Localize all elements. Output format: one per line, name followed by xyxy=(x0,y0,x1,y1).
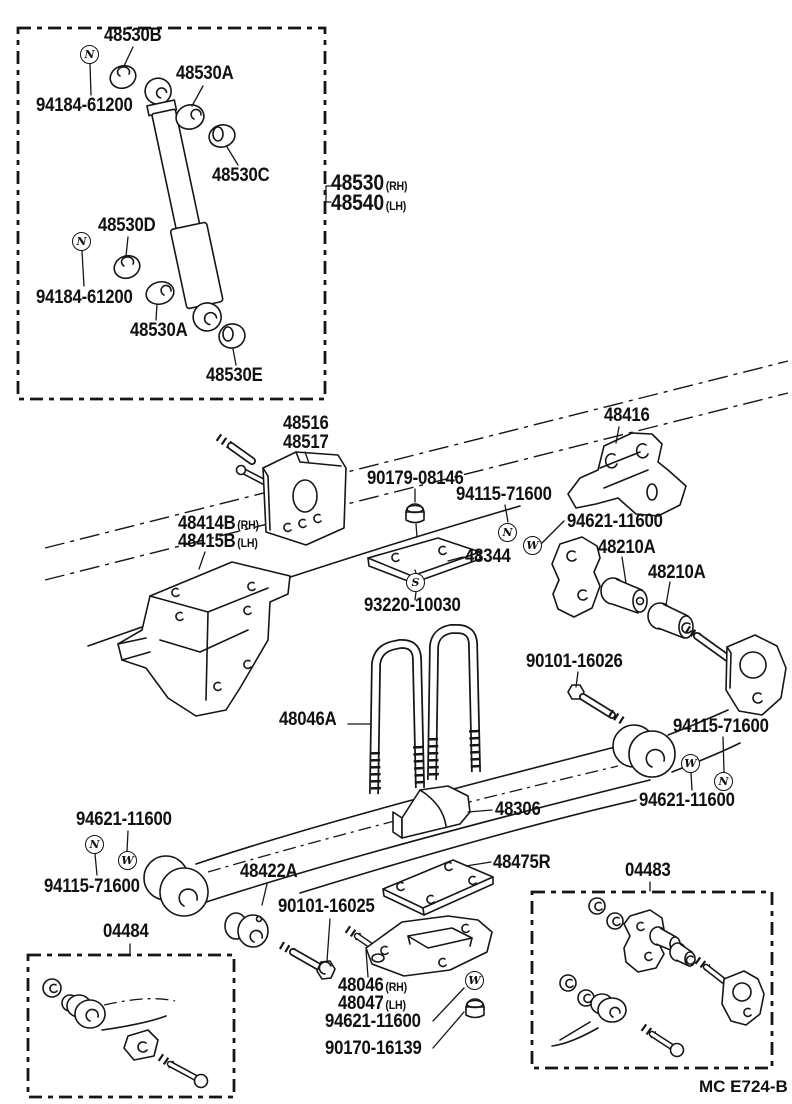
label-94115-71600-right: 94115-71600 xyxy=(673,716,769,737)
label-48475R: 48475R xyxy=(493,852,551,873)
bolt-16026-drawing xyxy=(567,684,626,725)
label-90101-16025: 90101-16025 xyxy=(278,896,375,917)
label-90170-16139: 90170-16139 xyxy=(325,1038,422,1059)
label-48415B-number: 48415B xyxy=(178,531,236,552)
label-94115-71600-left: 94115-71600 xyxy=(44,876,140,897)
label-90179-08146: 90179-08146 xyxy=(367,468,464,489)
shock-absorber-drawing xyxy=(109,64,246,349)
label-48530-rh-number: 48530 xyxy=(331,170,384,195)
spacer-plate-drawing xyxy=(367,503,481,584)
shock-absorber-box xyxy=(16,26,332,401)
spring-plate-drawing xyxy=(382,859,494,916)
nut-callout-icon: N xyxy=(85,835,104,854)
label-48516: 48516 xyxy=(283,413,329,434)
nut-callout-icon: N xyxy=(72,232,91,251)
nut-callout-icon: N xyxy=(714,772,733,791)
label-48530A-upper: 48530A xyxy=(176,63,234,84)
label-48530C: 48530C xyxy=(212,165,270,186)
front-hanger-drawing xyxy=(215,433,347,546)
label-48540-lh-side: (LH) xyxy=(385,199,407,213)
leaf-spring-drawing xyxy=(143,709,741,917)
label-94621-11600-bottom: 94621-11600 xyxy=(325,1011,421,1032)
washer-callout-icon: W xyxy=(681,754,700,773)
label-48530A-lower: 48530A xyxy=(130,320,188,341)
label-93220-10030: 93220-10030 xyxy=(364,595,461,616)
label-94621-11600-top: 94621-11600 xyxy=(567,511,663,532)
label-48047-lh: 48047(LH) xyxy=(338,994,406,1013)
label-48046A: 48046A xyxy=(279,709,337,730)
washer-callout-icon: W xyxy=(118,851,137,870)
leader-lines xyxy=(81,46,725,1049)
washer-callout-icon: W xyxy=(465,971,484,990)
label-48414B-side: (RH) xyxy=(237,518,259,532)
label-48530D: 48530D xyxy=(98,215,156,236)
label-48416: 48416 xyxy=(604,405,650,426)
label-48046-side: (RH) xyxy=(385,980,407,994)
nut-callout-icon: N xyxy=(80,45,99,64)
spring-bush-drawing xyxy=(224,912,269,948)
label-48517: 48517 xyxy=(283,432,329,453)
u-bolts-drawing xyxy=(369,624,481,795)
label-48047-number: 48047 xyxy=(338,993,384,1014)
label-04483: 04483 xyxy=(625,860,671,881)
label-48530E: 48530E xyxy=(206,365,263,386)
label-48540-lh: 48540(LH) xyxy=(331,192,406,214)
label-48415B-lh: 48415B(LH) xyxy=(178,532,258,551)
label-48210A-1: 48210A xyxy=(598,537,656,558)
label-94184-61200-lower: 94184-61200 xyxy=(36,287,133,308)
label-48530B: 48530B xyxy=(104,25,162,46)
rear-hanger-drawing xyxy=(567,432,687,517)
label-94621-11600-right: 94621-11600 xyxy=(639,790,735,811)
label-48422A: 48422A xyxy=(240,861,298,882)
kit-04483-drawing xyxy=(530,890,774,1070)
label-48414B-rh: 48414B(RH) xyxy=(178,514,259,533)
label-04484: 04484 xyxy=(103,921,149,942)
label-48344: 48344 xyxy=(465,546,511,567)
label-90101-16026: 90101-16026 xyxy=(526,651,623,672)
label-48047-side: (LH) xyxy=(385,998,406,1012)
spring-bracket-drawing xyxy=(117,561,291,717)
label-48540-lh-number: 48540 xyxy=(331,190,384,215)
spring-seat-drawing xyxy=(392,785,471,839)
label-48414B-number: 48414B xyxy=(178,513,236,534)
shackle-drawing xyxy=(551,536,787,716)
label-48046-rh: 48046(RH) xyxy=(338,976,407,995)
nut-callout-icon: N xyxy=(498,523,517,542)
label-94184-61200-upper: 94184-61200 xyxy=(36,95,133,116)
label-94621-11600-left: 94621-11600 xyxy=(76,809,172,830)
label-48210A-2: 48210A xyxy=(648,562,706,583)
label-48046-number: 48046 xyxy=(338,975,384,996)
label-94115-71600-top: 94115-71600 xyxy=(456,484,552,505)
washer-callout-icon: W xyxy=(523,536,542,555)
screw-callout-icon: S xyxy=(406,573,425,592)
label-48530-rh: 48530(RH) xyxy=(331,172,407,194)
label-48306: 48306 xyxy=(495,799,541,820)
label-48530-rh-side: (RH) xyxy=(385,179,408,193)
kit-04484-drawing xyxy=(26,953,236,1099)
figure-code: MC E724-B xyxy=(699,1077,788,1096)
label-48415B-side: (LH) xyxy=(237,536,258,550)
spring-cap-drawing xyxy=(279,915,493,1019)
